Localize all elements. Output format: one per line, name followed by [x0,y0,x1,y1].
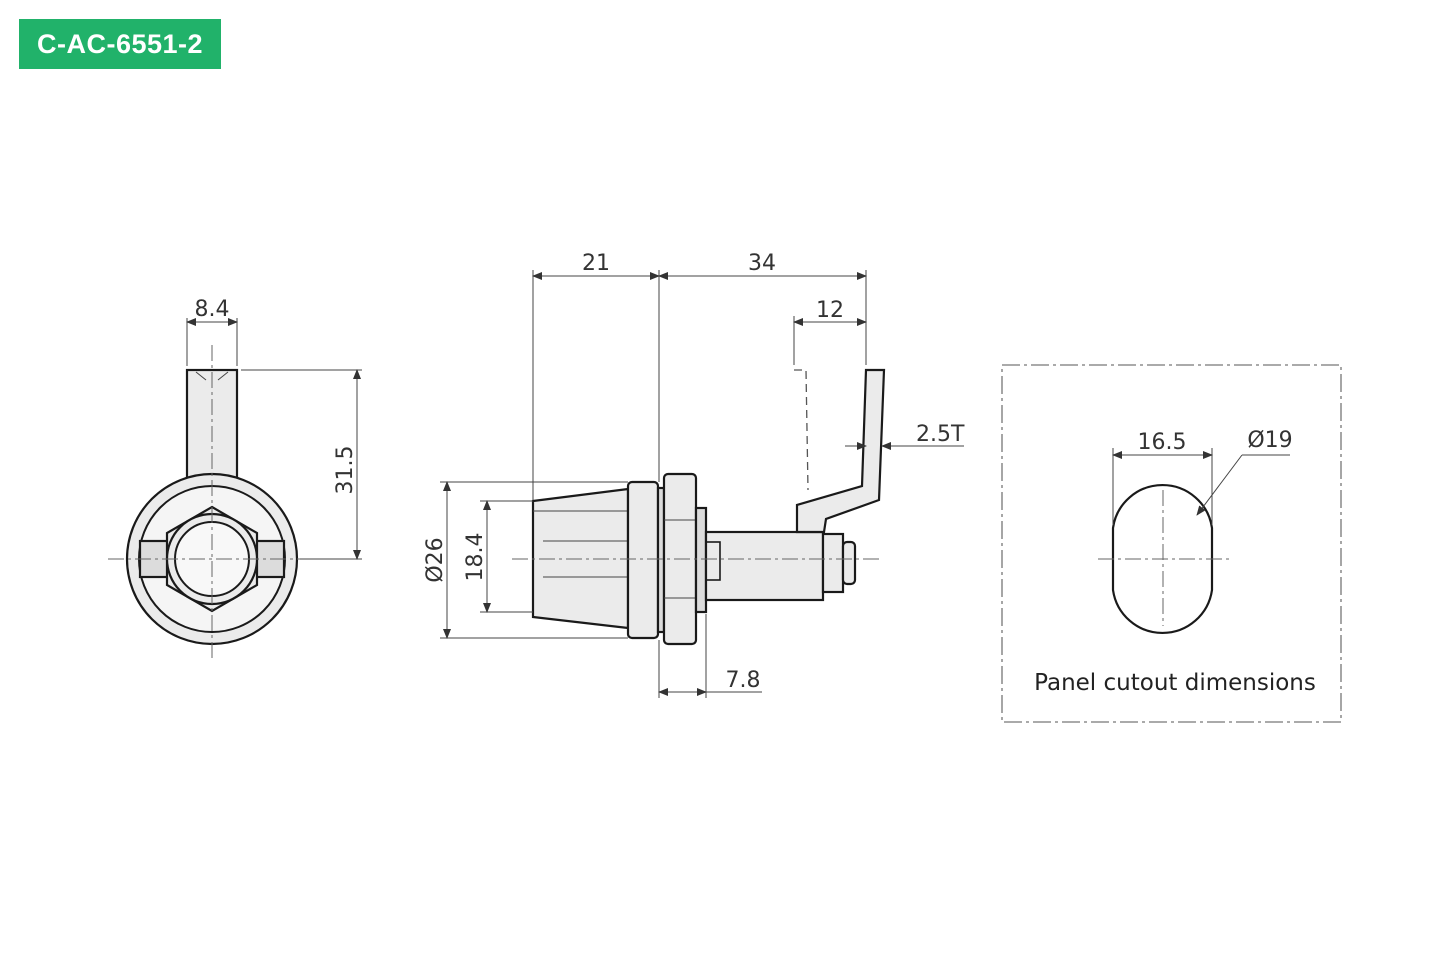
dim-cam-thickness: 2.5T [916,422,965,447]
dim-front-width: 8.4 [195,297,230,322]
dim-flange-thickness: 7.8 [726,668,761,693]
dim-body-length: 21 [582,251,610,276]
front-flange [626,480,660,640]
dim-front-height: 31.5 [333,446,358,495]
dim-cutout-diameter: Ø19 [1247,428,1292,453]
dim-outer-diameter: Ø26 [423,537,448,582]
cutout-frame [1001,364,1342,723]
dim-cutout-flat: 16.5 [1138,430,1187,455]
cam-blade [795,368,886,534]
model-number-badge: C-AC-6551-2 [19,19,221,69]
cutout-caption: Panel cutout dimensions [1034,670,1316,696]
cylinder-shaft [704,530,825,602]
dim-cam-reach: 34 [748,251,776,276]
dim-flat-width: 18.4 [463,533,488,582]
side-view: 21 34 12 2.5T Ø26 18.4 7.8 [423,251,965,698]
panel-cutout-view: 16.5 Ø19 Panel cutout dimensions [1001,364,1342,723]
dim-cam-offset: 12 [816,298,844,323]
screw-nut [821,532,845,594]
front-view: 8.4 31.5 [108,297,362,662]
